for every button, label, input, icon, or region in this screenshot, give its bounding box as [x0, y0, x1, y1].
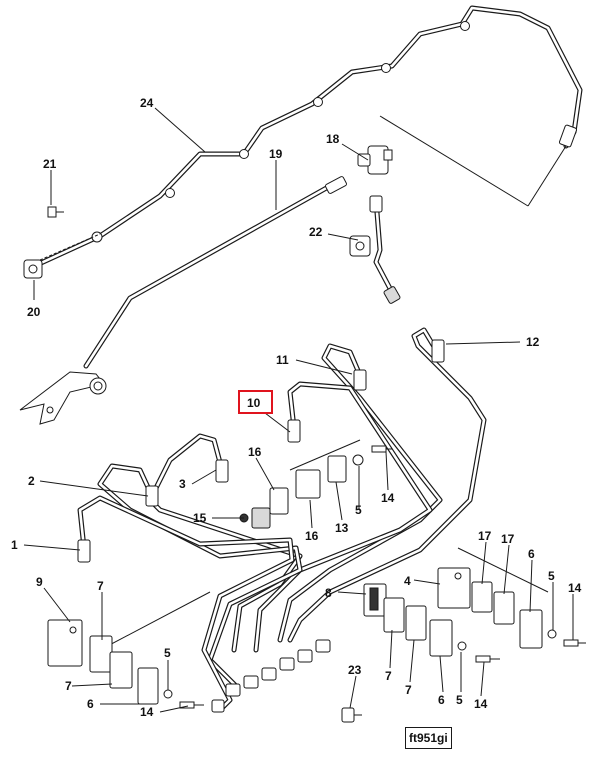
callout-l14a: 14 [140, 705, 154, 719]
alignment-lines [39, 115, 567, 651]
callout-l16b: 16 [305, 529, 319, 543]
callout-l5c: 5 [456, 693, 463, 707]
callout-l4: 4 [404, 574, 411, 588]
callout-l22: 22 [309, 225, 323, 239]
callout-l9: 9 [36, 575, 43, 589]
callout-l21: 21 [43, 157, 57, 171]
callout-l23: 23 [348, 663, 362, 677]
callout-l1: 1 [11, 538, 18, 552]
callout-l17a: 17 [478, 529, 492, 543]
callout-l8: 8 [325, 586, 332, 600]
callout-l17b: 17 [501, 532, 515, 546]
return-line-assembly [23, 5, 583, 279]
callout-l6b: 6 [438, 693, 445, 707]
callout-l18: 18 [326, 132, 340, 146]
leader-lines [23, 107, 574, 713]
clamp-hardware [47, 445, 586, 723]
callout-l2: 2 [28, 474, 35, 488]
leak-off-pipe [19, 176, 347, 425]
callout-l24: 24 [140, 96, 154, 110]
callout-l14d: 14 [568, 581, 582, 595]
callout-l11: 11 [276, 353, 289, 367]
callout-labels [238, 390, 273, 414]
callout-l6c: 6 [528, 547, 535, 561]
callout-10-highlight-box [238, 390, 273, 414]
callout-l6a: 6 [87, 697, 94, 711]
callout-l5d: 5 [548, 569, 555, 583]
callout-l3: 3 [179, 477, 186, 491]
callout-l16a: 16 [248, 445, 262, 459]
callout-l20: 20 [27, 305, 41, 319]
injector-pipes [77, 327, 487, 713]
callout-l12: 12 [526, 335, 540, 349]
callout-l19: 19 [269, 147, 283, 161]
tee-fitting-and-pipe [349, 145, 401, 304]
callout-l7a: 7 [97, 579, 104, 593]
callout-l14b: 14 [381, 491, 395, 505]
callout-l10: 10 [247, 396, 261, 410]
callout-l14c: 14 [474, 697, 488, 711]
figure-code-tag: ft951gi [405, 727, 452, 749]
callout-l5a: 5 [355, 503, 362, 517]
figure-code: ft951gi [409, 731, 448, 745]
callout-l13: 13 [335, 521, 349, 535]
callout-l5b: 5 [164, 646, 171, 660]
callout-l7d: 7 [405, 683, 412, 697]
callout-l7c: 7 [385, 669, 392, 683]
callout-l7b: 7 [65, 679, 72, 693]
callout-l15: 15 [193, 511, 207, 525]
